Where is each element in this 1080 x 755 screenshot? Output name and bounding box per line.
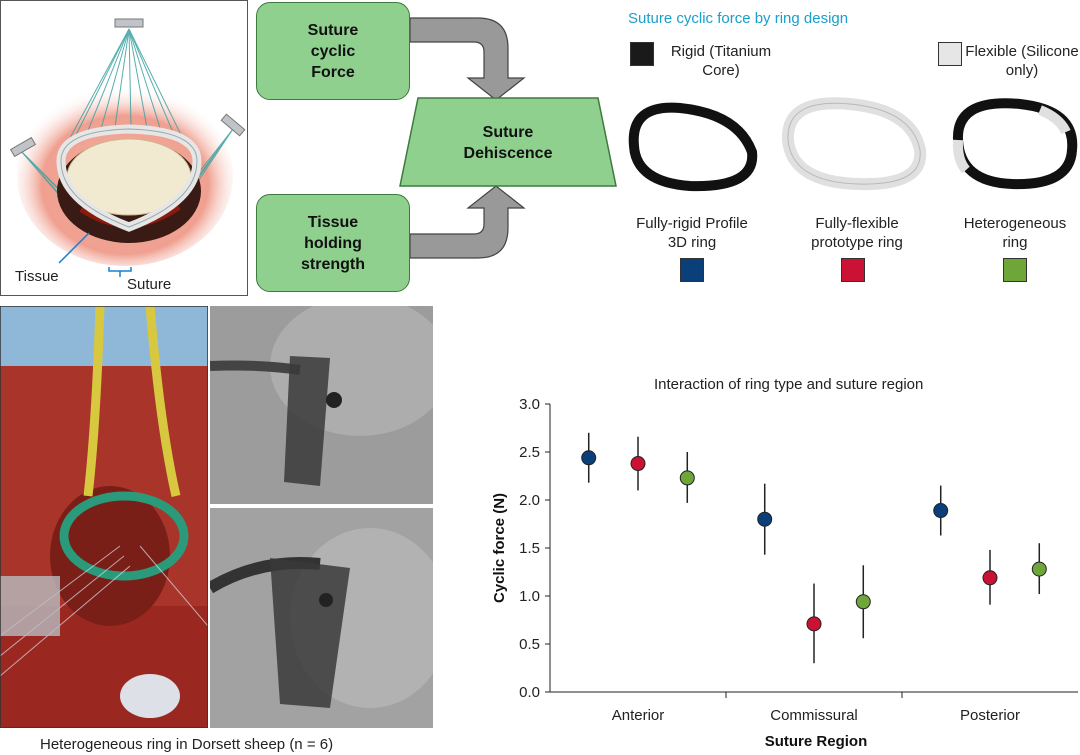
chart-title: Interaction of ring type and suture regi…: [654, 376, 924, 393]
rigid-ring: [628, 102, 758, 192]
x-tick-label: Commissural: [770, 707, 858, 724]
data-point: [933, 503, 949, 519]
data-point: [581, 450, 597, 466]
y-axis-label: Cyclic force (N): [491, 493, 508, 603]
rigid-ring-label: Fully-rigid Profile 3D ring: [636, 215, 748, 251]
heterogeneous-ring-swatch: [1003, 258, 1027, 282]
rigid-legend-label: Rigid (Titanium Core): [670, 43, 772, 79]
flexible-swatch: [938, 42, 962, 66]
x-tick-label: Anterior: [612, 707, 665, 724]
flexible-ring-swatch: [841, 258, 865, 282]
suture-dehiscence-box: [399, 97, 617, 187]
fluoroscopy-image-top: [210, 306, 433, 504]
data-point: [855, 594, 871, 610]
y-tick-label: 0.5: [519, 636, 540, 653]
cyclic-force-chart: 0.0 0.5 1.0 1.5 2.0 2.5 3.0 Anterior Commissura…: [491, 396, 1078, 750]
y-tick-label: 2.0: [519, 492, 540, 509]
suture-cyclic-force-box: Suture cyclic Force: [256, 2, 410, 100]
heterogeneous-ring-label: Heterogeneous ring: [963, 215, 1067, 251]
rigid-swatch: [630, 42, 654, 66]
flow-arrows: [409, 17, 526, 259]
flexible-legend-label: Flexible (Silicone only): [965, 43, 1079, 79]
flexible-ring-label: Fully-flexible prototype ring: [811, 215, 903, 251]
fluoroscopy-image-bottom: [210, 508, 433, 728]
data-point: [806, 616, 822, 632]
ring-illustration-panel: Tissue Suture: [0, 0, 248, 296]
data-point: [982, 570, 998, 586]
data-point: [757, 511, 773, 527]
data-point: [1031, 561, 1047, 577]
suture-cyclic-force-label: Suture cyclic Force: [307, 21, 359, 81]
tissue-label: Tissue: [15, 268, 59, 285]
annuloplasty-illustration: Tissue Suture: [9, 18, 246, 293]
y-tick-label: 3.0: [519, 396, 540, 413]
ring-designs: [628, 97, 1078, 192]
tissue-holding-strength-label: Tissue holding strength: [301, 213, 365, 273]
y-tick-label: 1.5: [519, 540, 540, 557]
heterogeneous-ring: [952, 98, 1078, 190]
x-tick-label: Posterior: [960, 707, 1020, 724]
x-axis-label: Suture Region: [765, 733, 868, 750]
y-tick-label: 0.0: [519, 684, 540, 701]
data-point: [679, 470, 695, 486]
suture-dehiscence-label: Suture Dehiscence: [463, 124, 553, 162]
data-point: [630, 456, 646, 472]
suture-label: Suture: [127, 276, 171, 293]
rigid-ring-swatch: [680, 258, 704, 282]
y-tick-label: 2.5: [519, 444, 540, 461]
photo-caption: Heterogeneous ring in Dorsett sheep (n =…: [40, 736, 334, 753]
suture-dehiscence-text-wrap: Suture Dehiscence: [440, 112, 576, 174]
surgical-photo: [0, 306, 208, 728]
tissue-holding-strength-box: Tissue holding strength: [256, 194, 410, 292]
y-tick-label: 1.0: [519, 588, 540, 605]
legend-title: Suture cyclic force by ring design: [628, 10, 849, 27]
